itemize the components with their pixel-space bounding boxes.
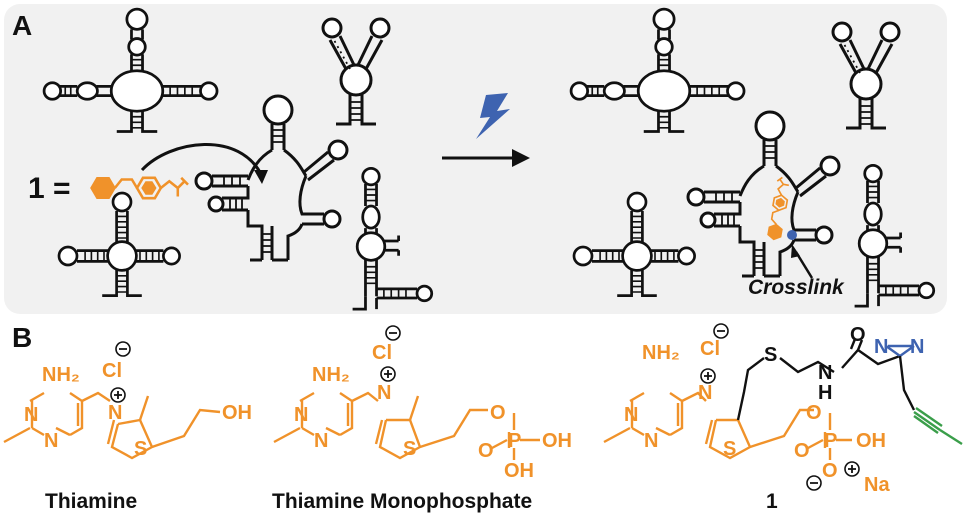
thiamine-n2: N xyxy=(44,430,59,452)
reaction-arrow-head xyxy=(512,149,530,167)
rna-t-left xyxy=(42,7,219,133)
panel-a-label: A xyxy=(12,10,33,41)
tmp-name: Thiamine Monophosphate xyxy=(272,490,533,513)
crosslink-pointer-head xyxy=(791,244,800,258)
tmp-o-ester: O xyxy=(490,402,506,424)
alkyne-icon xyxy=(913,407,943,434)
tmp-cl: Cl xyxy=(372,342,392,364)
c1-oh: OH xyxy=(856,430,886,452)
compound-1-prefix: 1 = xyxy=(28,172,71,205)
thiamine-oh: OH xyxy=(222,402,252,424)
c1-n-plus: N xyxy=(698,382,713,404)
binding-arrow xyxy=(140,143,264,177)
charge-signs xyxy=(114,330,856,484)
rna-target-right xyxy=(686,110,841,278)
c1-o-minus: O xyxy=(822,460,838,482)
rna-v-right xyxy=(831,21,901,130)
panel-b-label: B xyxy=(12,322,33,353)
rna-tri-left xyxy=(57,191,181,297)
tmp-n1: N xyxy=(294,404,309,426)
diazirine-n1: N xyxy=(874,336,889,358)
thiamine-s: S xyxy=(134,438,148,460)
c1-o-double: O xyxy=(794,440,810,462)
tmp-structure xyxy=(273,391,540,460)
c1-nh2: NH₂ xyxy=(642,342,680,364)
c1-amide-o: O xyxy=(850,324,866,346)
tmp-n-plus: N xyxy=(377,382,392,404)
tmp-oh2: OH xyxy=(504,460,534,482)
binding-arrow-head xyxy=(254,170,268,184)
tmp-n2: N xyxy=(314,430,329,452)
c1-amide-h: H xyxy=(818,382,833,404)
rna-tall-left xyxy=(351,166,434,311)
tmp-nh2: NH₂ xyxy=(312,364,350,386)
compound-1-name: 1 xyxy=(766,490,778,513)
compound-1-chain-green xyxy=(939,428,963,446)
bound-ligand-icon xyxy=(766,175,792,242)
thiamine-structure xyxy=(3,391,221,460)
tmp-oh1: OH xyxy=(542,430,572,452)
tmp-p: P xyxy=(508,430,522,452)
c1-amide-n: N xyxy=(818,362,833,384)
rna-v-left xyxy=(321,17,391,126)
tmp-s: S xyxy=(403,438,417,460)
compound-1-chain xyxy=(898,355,916,411)
c1-o-ester: O xyxy=(806,402,822,424)
ligand-1-icon xyxy=(89,176,190,200)
crosslink-site xyxy=(787,230,797,240)
crosslink-label: Crosslink xyxy=(748,276,844,299)
rna-tri-right xyxy=(572,191,696,297)
diazirine-n2: N xyxy=(910,336,925,358)
thiamine-n1: N xyxy=(24,404,39,426)
lightning-icon xyxy=(476,93,510,139)
tmp-o-double: O xyxy=(478,440,494,462)
compound-1-linker xyxy=(736,338,901,421)
rna-tall-right xyxy=(853,163,936,308)
crosslink-pointer xyxy=(794,251,814,279)
c1-na: Na xyxy=(864,474,890,496)
thiamine-cl: Cl xyxy=(102,360,122,382)
c1-s-linker: S xyxy=(764,344,778,366)
c1-p: P xyxy=(824,430,838,452)
thiamine-name: Thiamine xyxy=(45,490,138,513)
c1-n2: N xyxy=(644,430,659,452)
c1-cl: Cl xyxy=(700,338,720,360)
diazirine-icon xyxy=(885,344,915,357)
rna-t-right xyxy=(569,7,746,133)
thiamine-n-plus: N xyxy=(108,402,123,424)
rna-target-left xyxy=(194,94,349,262)
c1-s-ring: S xyxy=(723,438,737,460)
c1-n1: N xyxy=(624,404,639,426)
compound-1-structure xyxy=(603,391,852,460)
thiamine-nh2: NH₂ xyxy=(42,364,80,386)
